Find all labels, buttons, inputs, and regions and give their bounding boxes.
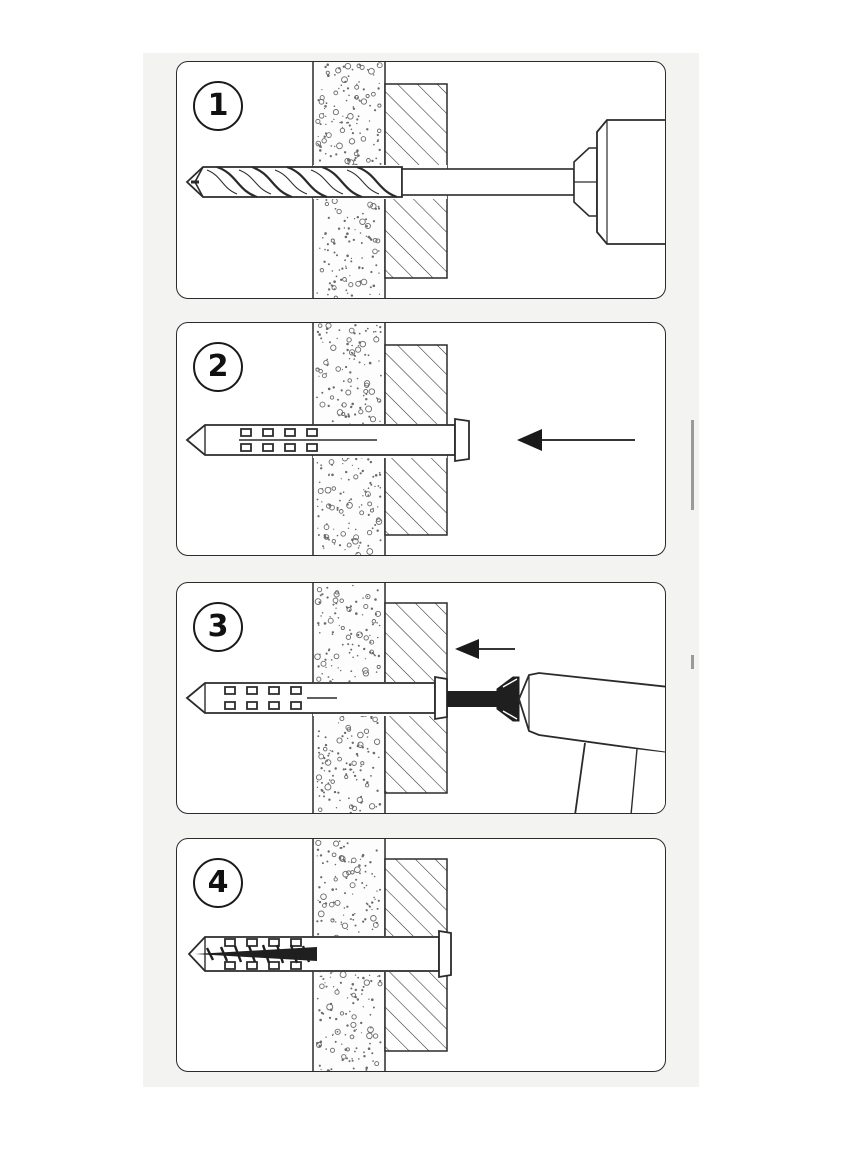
edge-mark — [691, 655, 694, 669]
step-number: 2 — [207, 349, 229, 384]
concrete-texture — [314, 584, 382, 813]
edge-mark — [691, 420, 694, 510]
step-4-illustration — [187, 839, 452, 1071]
step-number-badge: 4 — [193, 858, 243, 908]
drill-shank — [401, 168, 575, 196]
step-number-badge: 1 — [193, 81, 243, 131]
step-number-badge: 3 — [193, 602, 243, 652]
screwdriver-tool — [518, 672, 665, 813]
step-panel-3: 3 — [176, 582, 666, 814]
drill-chuck — [573, 119, 665, 245]
step-3-illustration — [185, 583, 665, 813]
wall-plug — [185, 417, 470, 463]
drill-bit — [185, 165, 403, 199]
step-number-badge: 2 — [193, 342, 243, 392]
step-number: 1 — [207, 88, 229, 123]
step-2-illustration — [185, 323, 635, 555]
step-panel-1: 1 — [176, 61, 666, 299]
step-panel-2: 2 — [176, 322, 666, 556]
step-number: 3 — [207, 609, 229, 644]
installed-screw — [195, 944, 317, 964]
wall-plug — [185, 675, 448, 721]
drive-direction-arrow — [455, 639, 515, 659]
step-panel-4: 4 — [176, 838, 666, 1072]
screw-head — [496, 676, 520, 722]
screw-shank — [447, 691, 497, 707]
insert-direction-arrow — [517, 429, 635, 451]
step-1-illustration — [185, 62, 665, 298]
step-number: 4 — [207, 865, 229, 900]
